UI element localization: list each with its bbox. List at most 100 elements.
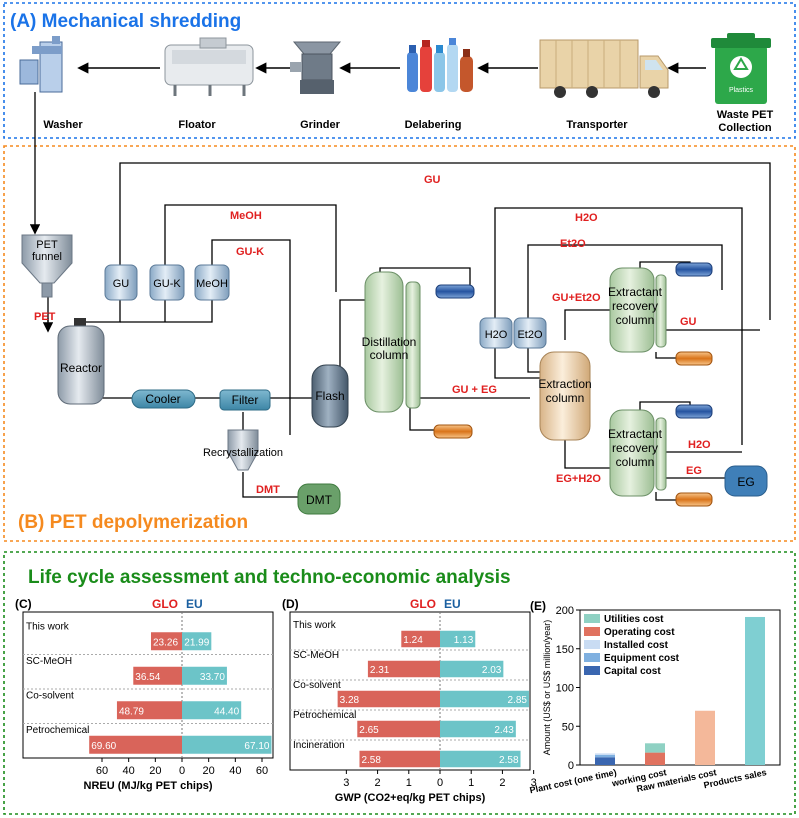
stream-eg: EG — [686, 465, 702, 477]
bar-glo — [89, 735, 182, 754]
extraction-label-wrap: Extraction column — [538, 377, 592, 405]
ext1-reboiler-icon — [675, 351, 713, 366]
step-delabering: Delabering — [405, 119, 462, 131]
value-label-glo: 48.79 — [119, 706, 144, 717]
bar-eu — [182, 632, 212, 651]
step-collection-wrap: Waste PET Collection — [717, 109, 773, 134]
ext2-reboiler-icon — [675, 492, 713, 507]
category-label: SC-MeOH — [293, 650, 339, 661]
bar-eu — [440, 630, 476, 648]
legend-glo: GLO — [410, 597, 436, 611]
stream-guk: GU-K — [236, 246, 264, 258]
stream-et2o: Et2O — [560, 238, 586, 250]
plot-frame — [289, 611, 531, 771]
filter-icon — [219, 389, 271, 411]
reactor-icon — [57, 318, 105, 405]
legend-glo: GLO — [152, 597, 178, 611]
y-tick-label: 100 — [556, 683, 574, 695]
value-label-glo: 2.31 — [370, 665, 390, 676]
extractant-column-1-icon — [609, 267, 667, 353]
bar-eu — [182, 666, 227, 685]
category-label: SC-MeOH — [26, 656, 72, 667]
category-label: Co-solvent — [26, 690, 74, 701]
extraction-column-icon — [539, 351, 591, 441]
grinder-icon — [290, 41, 342, 94]
stacked-bar-segment — [645, 743, 665, 753]
legend-swatch — [584, 627, 600, 636]
category-label: Co-solvent — [293, 680, 341, 691]
stream-labels: PET GU MeOH GU-K H2O Et2O GU+Et2O GU GU … — [34, 174, 711, 496]
recryst-label: Recrystallization — [203, 447, 283, 459]
value-label-eu: 33.70 — [200, 672, 225, 683]
y-axis-label: Amount (US$ or US$ million/year) — [542, 620, 552, 756]
legend-swatch — [584, 653, 600, 662]
category-label: Incineration — [293, 740, 345, 751]
distillation-label-wrap: Distillation column — [362, 336, 417, 362]
cooler-label: Cooler — [145, 392, 180, 406]
legend-eu: EU — [186, 597, 203, 611]
tank-meoh-label: MeOH — [196, 278, 228, 290]
panel-b-border — [3, 145, 796, 542]
value-label-eu: 67.10 — [244, 741, 269, 752]
tank-eg — [724, 465, 768, 497]
bar-glo — [359, 750, 440, 768]
step-grinder: Grinder — [300, 119, 340, 131]
waste-bin-icon: Plastics — [711, 33, 771, 104]
legend-swatch — [584, 666, 600, 675]
stream-gu-top: GU — [424, 174, 441, 186]
chart-panel-label: (D) — [282, 597, 299, 611]
stream-pet: PET — [34, 311, 56, 323]
tank-eg-label: EG — [737, 475, 754, 489]
extractant-1-label-wrap: Extractant recovery column — [607, 285, 663, 327]
stream-gu-eg: GU + EG — [452, 384, 497, 396]
value-label-eu: 2.43 — [494, 725, 514, 736]
stream-eg-h2o: EG+H2O — [556, 473, 601, 485]
tank-et2o-label: Et2O — [517, 329, 543, 341]
recrystallizer-icon — [227, 429, 259, 471]
legend-label: Utilities cost — [604, 614, 664, 625]
distillation-reboiler-icon — [433, 424, 473, 439]
plot-frame — [22, 611, 274, 759]
stacked-bar-segment — [595, 757, 615, 765]
tank-gu-label: GU — [113, 278, 130, 290]
value-label-glo: 69.60 — [91, 741, 116, 752]
x-tick-label: 40 — [229, 765, 241, 777]
tank-guk — [149, 264, 185, 301]
stacked-bar-segment — [595, 754, 615, 758]
legend-label: Capital cost — [604, 666, 661, 677]
extraction-label: Extraction column — [538, 377, 592, 405]
value-label-glo: 2.65 — [359, 725, 379, 736]
bar-glo — [133, 666, 182, 685]
x-tick-label: 1 — [468, 777, 474, 789]
value-label-eu: 1.13 — [454, 635, 474, 646]
value-label-eu: 2.03 — [482, 665, 502, 676]
stream-h2o-mid: H2O — [688, 439, 711, 451]
stream-dmt: DMT — [256, 484, 280, 496]
panel-a-title: (A) Mechanical shredding — [10, 11, 241, 32]
bar-glo — [367, 660, 440, 678]
bottles-icon — [407, 38, 473, 92]
tank-guk-label: GU-K — [153, 278, 181, 290]
x-tick-label: 3 — [531, 777, 537, 789]
washer-icon — [19, 36, 63, 93]
x-axis-label: GWP (CO2+eq/kg PET chips) — [335, 792, 486, 804]
x-axis-label: NREU (MJ/kg PET chips) — [84, 780, 213, 792]
stacked-bar-segment — [595, 753, 615, 755]
y-tick-label: 50 — [562, 721, 574, 733]
value-label-eu: 21.99 — [184, 637, 209, 648]
stacked-bar-segment — [645, 752, 665, 765]
x-tick-label: 0 — [179, 765, 185, 777]
flash-icon — [311, 364, 349, 428]
y-tick-label: 200 — [556, 605, 574, 617]
x-tick-label: 2 — [499, 777, 505, 789]
legend-label: Equipment cost — [604, 653, 680, 664]
bar-glo — [116, 701, 182, 720]
bar-eu — [440, 690, 529, 708]
extractant-2-label: Extractant recovery column — [607, 427, 663, 469]
extractant-1-label: Extractant recovery column — [607, 285, 663, 327]
tank-meoh — [194, 264, 230, 301]
ext2-condenser-icon — [675, 404, 713, 419]
